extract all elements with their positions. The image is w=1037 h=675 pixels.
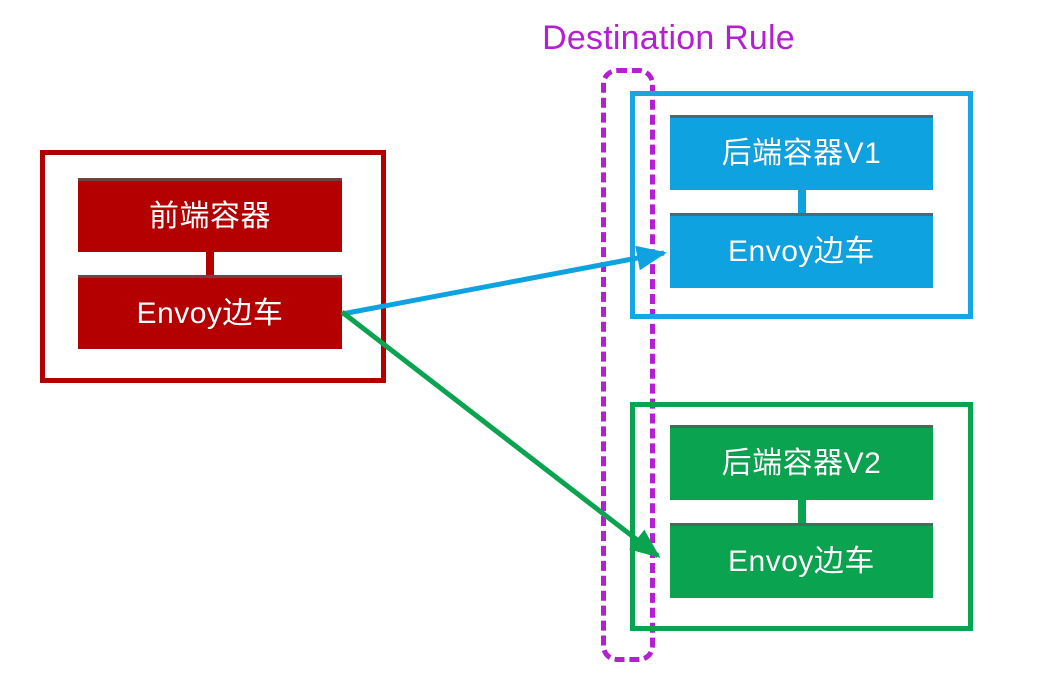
- connector-backend-v1-stack: [798, 188, 806, 215]
- page-title: Destination Rule: [0, 18, 1037, 58]
- group-backend-pod-v1: [630, 91, 973, 319]
- node-backend-container-v2: 后端容器V2: [670, 425, 933, 500]
- node-backend-v2-envoy-sidecar: Envoy边车: [670, 523, 933, 598]
- node-frontend-container: 前端容器: [78, 178, 342, 252]
- page-title-text: Destination Rule: [542, 19, 795, 57]
- node-backend-container-v1: 后端容器V1: [670, 115, 933, 190]
- node-backend-v1-envoy-sidecar: Envoy边车: [670, 213, 933, 288]
- connector-backend-v2-stack: [798, 498, 806, 525]
- node-frontend-envoy-sidecar: Envoy边车: [78, 275, 342, 349]
- connector-frontend-stack: [206, 250, 214, 277]
